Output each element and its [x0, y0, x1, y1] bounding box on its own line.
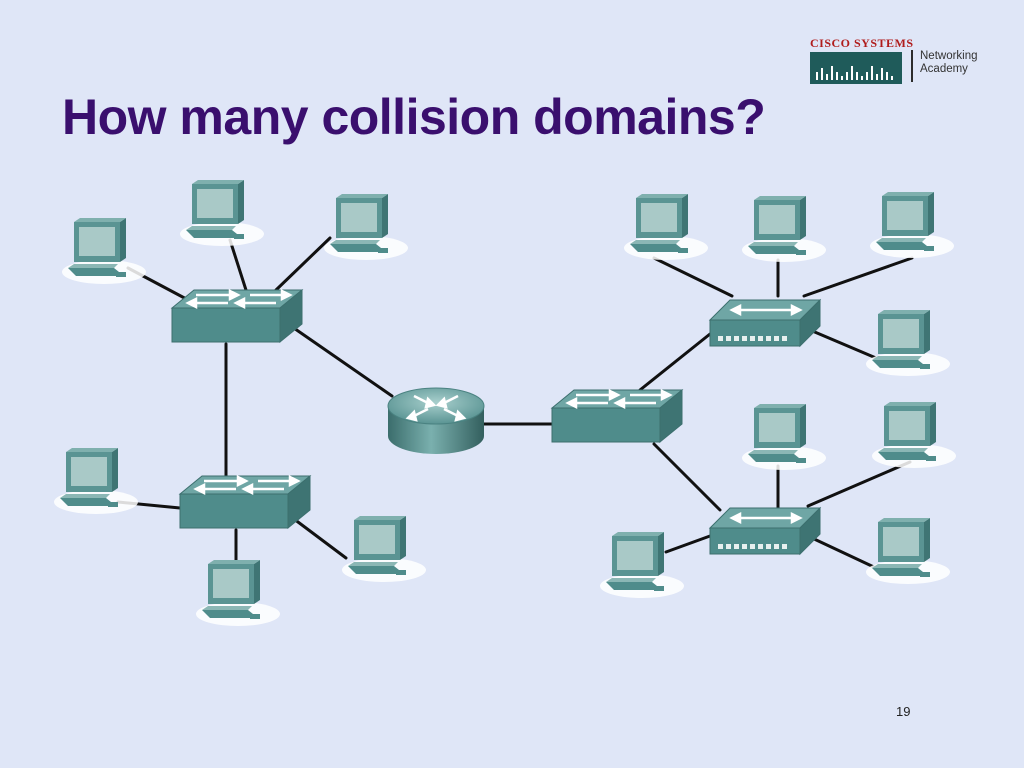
logo-academy-line2: Academy: [920, 63, 968, 75]
pc: [324, 194, 408, 260]
switch: [178, 474, 312, 530]
pc: [54, 448, 138, 514]
switch: [550, 388, 684, 444]
pc: [870, 192, 954, 258]
cisco-bridge-icon: [810, 52, 902, 84]
pc: [62, 218, 146, 284]
logo-divider: [911, 50, 913, 82]
pc: [872, 402, 956, 468]
logo-academy-line1: Networking: [920, 50, 978, 62]
pc: [600, 532, 684, 598]
cables: [116, 236, 914, 570]
page-number: 19: [896, 704, 911, 719]
pc: [742, 404, 826, 470]
pc: [342, 516, 426, 582]
pc: [180, 180, 264, 246]
logo-brand: CISCO SYSTEMS: [810, 36, 914, 50]
hub: [708, 506, 822, 556]
hub: [708, 298, 822, 348]
logo-academy: Networking Academy: [920, 50, 996, 76]
switch: [170, 288, 304, 344]
cisco-networking-academy-logo: CISCO SYSTEMS Networking Academy: [808, 36, 998, 88]
pc: [196, 560, 280, 626]
pc: [742, 196, 826, 262]
router: [386, 386, 486, 456]
pc: [866, 310, 950, 376]
slide-title: How many collision domains?: [62, 89, 766, 145]
pc: [624, 194, 708, 260]
pc: [866, 518, 950, 584]
